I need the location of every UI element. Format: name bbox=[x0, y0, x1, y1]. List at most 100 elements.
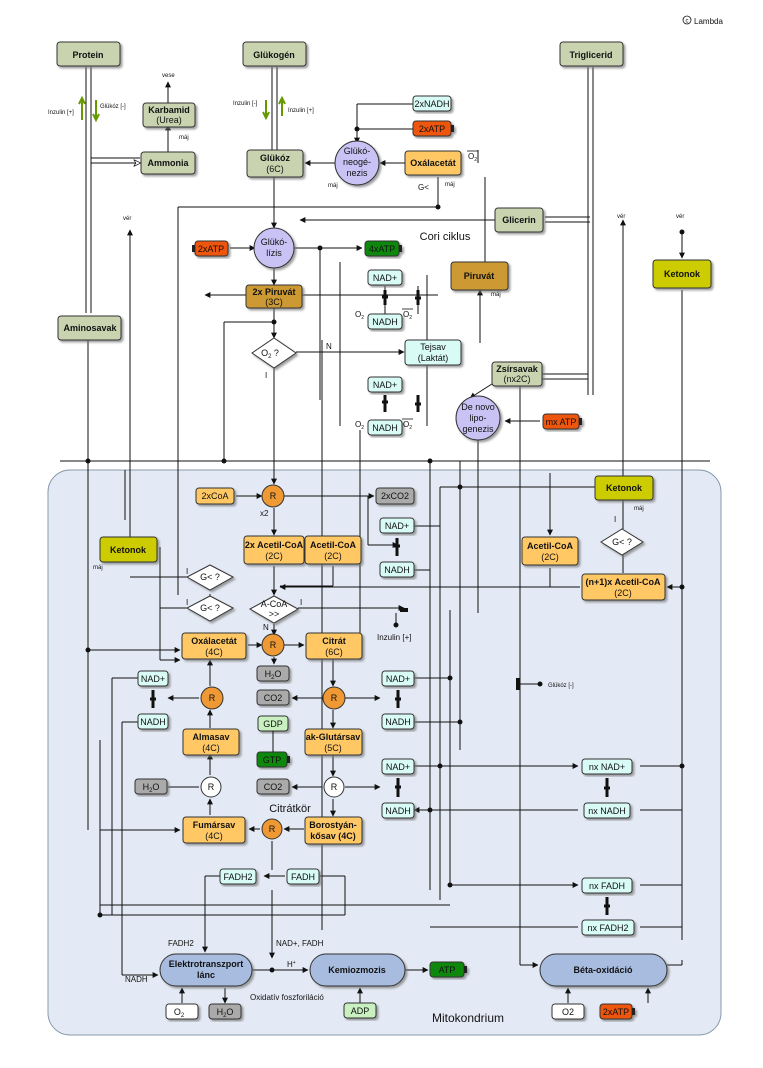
oxalacetat-carbon-label: (4C) bbox=[205, 647, 223, 657]
borostyankosav-label: Borostyán- bbox=[309, 820, 357, 830]
triglicerid-label: Triglicerid bbox=[569, 50, 612, 60]
glukolizis-circle bbox=[253, 227, 295, 269]
glukogen-label: Glükogén bbox=[253, 50, 295, 60]
battery-2xatp-top bbox=[412, 120, 454, 137]
denovo-label-1: De novo bbox=[461, 402, 495, 412]
denovo-label-2: lipo- bbox=[469, 413, 486, 423]
copyright-mark: c Lambda bbox=[682, 15, 723, 26]
maj-label-4: máj bbox=[491, 292, 501, 298]
co2-a-label: CO2 bbox=[264, 693, 283, 703]
atp2x-bottom-label: 2xATP bbox=[603, 1007, 629, 1017]
karbamid-label: Karbamid bbox=[148, 105, 190, 115]
battery-atp-out bbox=[429, 961, 467, 978]
atp2x-left-label: 2xATP bbox=[198, 244, 224, 254]
laktat-label: (Laktát) bbox=[418, 353, 449, 363]
box-h2o-a bbox=[256, 665, 290, 682]
kemiozmozis-capsule bbox=[309, 953, 406, 987]
glukolizis-label-2: lízis bbox=[266, 248, 282, 258]
box-fumarsav bbox=[182, 816, 246, 844]
box-zsirsavak bbox=[491, 361, 543, 387]
ver-label-3: vér bbox=[676, 214, 684, 220]
battery-2xatp-left bbox=[192, 240, 229, 257]
denovo-circle bbox=[455, 395, 501, 441]
box-glukoz bbox=[246, 149, 304, 178]
reaction-r-3 bbox=[200, 686, 224, 710]
atp2x-top-label: 2xATP bbox=[419, 124, 445, 134]
fumarsav-carbon-label: (4C) bbox=[205, 831, 223, 841]
i-label-3: I bbox=[186, 598, 188, 607]
protein-label: Protein bbox=[72, 50, 103, 60]
citrat-carbon-label: (6C) bbox=[325, 647, 343, 657]
decision-glt-1 bbox=[185, 564, 235, 591]
nadp-a-label: NAD+ bbox=[373, 273, 397, 283]
reaction-r-7-label: R bbox=[269, 824, 276, 834]
fadh2-side-label: FADH2 bbox=[168, 939, 194, 948]
box-glicerin bbox=[494, 207, 544, 233]
reaction-r-4-label: R bbox=[331, 693, 338, 703]
box-ketonok-left bbox=[99, 536, 158, 563]
box-protein bbox=[56, 41, 121, 67]
acetilcoa-mid-carbon-label: (2C) bbox=[324, 551, 342, 561]
nadh-e-label: NADH bbox=[385, 717, 411, 727]
nadp-b-label: NAD+ bbox=[373, 380, 397, 390]
decision-acoa-label-2: >> bbox=[269, 609, 280, 619]
gdp-label: GDP bbox=[263, 719, 283, 729]
nadh-side-label: NADH bbox=[125, 975, 148, 984]
box-tejsav bbox=[404, 339, 462, 366]
battery-2xatp-bottom bbox=[599, 1003, 635, 1020]
box-2xcoa bbox=[195, 487, 235, 505]
box-h2o-b bbox=[134, 778, 168, 795]
switch-d bbox=[150, 690, 156, 708]
box-nxfadh bbox=[581, 877, 633, 894]
denovo-label-3: genezis bbox=[462, 424, 494, 434]
borostyankosav-label-2: kősav (4C) bbox=[310, 831, 356, 841]
zsirsavak-label: Zsírsavak bbox=[496, 364, 539, 374]
almasav-label: Almasav bbox=[192, 732, 229, 742]
akglutarsav-carbon-label: (5C) bbox=[324, 743, 342, 753]
etl-label-2: lánc bbox=[197, 970, 215, 980]
h2o-b-label: H2O bbox=[143, 782, 160, 794]
nadp-f-label: NAD+ bbox=[386, 762, 410, 772]
n-label-2: N bbox=[263, 623, 269, 632]
almasav-carbon-label: (4C) bbox=[202, 743, 220, 753]
decision-acoa bbox=[248, 595, 300, 624]
box-aminosavak bbox=[57, 315, 122, 341]
n-label-1: N bbox=[326, 342, 332, 351]
ver-label-1: vér bbox=[123, 216, 131, 222]
reaction-r-2 bbox=[261, 633, 285, 657]
decision-glt-3 bbox=[600, 528, 644, 556]
ketonok-top-label: Ketonok bbox=[664, 269, 701, 279]
fumarsav-label: Fumársav bbox=[193, 820, 236, 830]
x2-label: x2 bbox=[260, 509, 269, 518]
piruvat2x-carbon-label: (3C) bbox=[265, 297, 283, 307]
battery-gtp bbox=[256, 751, 290, 768]
copyright-label: Lambda bbox=[694, 17, 723, 26]
box-2xco2 bbox=[375, 487, 415, 505]
nadfadh-label: NAD+, FADH bbox=[276, 939, 324, 948]
switch-nx1 bbox=[604, 778, 610, 797]
acetilcoa-right-carbon-label: (2C) bbox=[541, 552, 559, 562]
i-label-1: I bbox=[265, 371, 267, 380]
reaction-r-5 bbox=[200, 776, 222, 798]
vese-label: vese bbox=[162, 73, 175, 79]
o2-right-label: O2 bbox=[562, 1007, 574, 1017]
beta-oxidacio-capsule bbox=[539, 953, 668, 987]
glukoz-minus-label-1: Glükóz [-] bbox=[100, 104, 126, 110]
co2-b-label: CO2 bbox=[264, 782, 283, 792]
glukoz-carbon-label: (6C) bbox=[266, 164, 284, 174]
citrate-cycle-label: Citrátkör bbox=[269, 803, 311, 815]
glukoneo-label-3: nezis bbox=[346, 168, 368, 178]
reaction-r-1-label: R bbox=[270, 491, 277, 501]
box-piruvat-right bbox=[450, 261, 509, 291]
o2bar-a-label: O2 bbox=[403, 310, 412, 321]
box-nadp-f bbox=[381, 758, 415, 775]
glukoneogenezis-circle bbox=[334, 140, 380, 186]
box-2xacetilcoa bbox=[243, 535, 305, 565]
junction-dots bbox=[85, 126, 685, 973]
regulator-arrows bbox=[78, 95, 520, 690]
glukoneo-label-2: neogé- bbox=[343, 157, 371, 167]
decision-o2 bbox=[251, 337, 297, 369]
mitochondrion-label: Mitokondrium bbox=[432, 1011, 504, 1025]
inzulin-minus-label-2: Inzulin [-] bbox=[233, 101, 258, 107]
switch-e bbox=[395, 690, 401, 708]
